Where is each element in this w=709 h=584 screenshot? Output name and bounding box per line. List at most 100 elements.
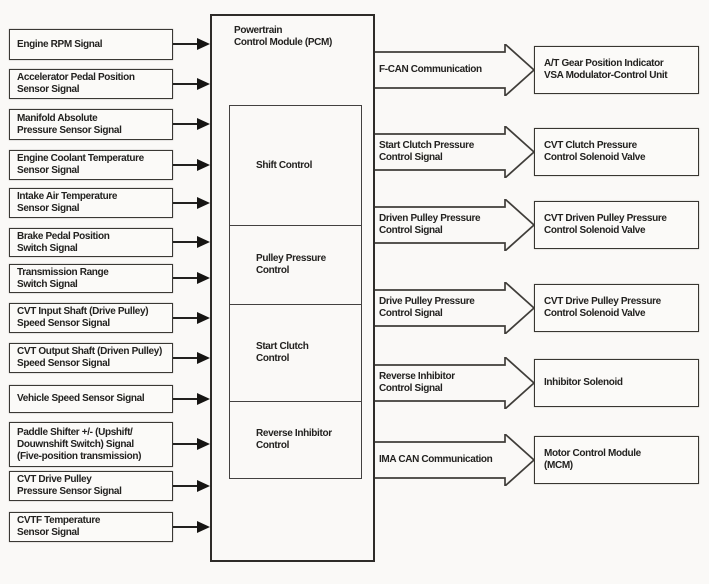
arrow-shaft	[173, 525, 197, 529]
output-box-cvt-driven-pulley-solenoid: CVT Driven Pulley Pressure Control Solen…	[534, 201, 699, 249]
control-label: Shift Control	[256, 159, 312, 171]
control-cell-shift: Shift Control	[230, 106, 361, 225]
input-box-cvtf-temperature: CVTF Temperature Sensor Signal	[9, 512, 173, 542]
arrowhead-icon	[197, 159, 210, 171]
output-box-at-gear-vsa: A/T Gear Position Indicator VSA Modulato…	[534, 46, 699, 94]
arrowhead-icon	[197, 236, 210, 248]
input-label: Engine Coolant Temperature Sensor Signal	[17, 153, 144, 176]
output-signal-text: F-CAN Communication	[379, 64, 482, 75]
input-box-cvt-input-shaft: CVT Input Shaft (Drive Pulley) Speed Sen…	[9, 303, 173, 333]
arrow-shaft	[173, 122, 197, 126]
output-box-cvt-drive-pulley-solenoid: CVT Drive Pulley Pressure Control Soleno…	[534, 284, 699, 332]
input-label: Transmission Range Switch Signal	[17, 266, 109, 290]
arrow-shaft	[173, 356, 197, 360]
output-signal-label: IMA CAN Communication	[379, 442, 505, 478]
arrow-shaft	[173, 201, 197, 205]
input-label: CVT Drive Pulley Pressure Sensor Signal	[17, 474, 122, 497]
input-label: CVT Output Shaft (Driven Pulley) Speed S…	[17, 346, 162, 369]
output-box-inhibitor-solenoid: Inhibitor Solenoid	[534, 359, 699, 407]
input-label: Accelerator Pedal Position Sensor Signal	[17, 72, 135, 95]
input-box-paddle-shifter: Paddle Shifter +/- (Upshift/ Douwnshift …	[9, 422, 173, 467]
control-cell-pulley-pressure: Pulley Pressure Control	[230, 225, 361, 304]
control-cell-reverse-inhibitor: Reverse Inhibitor Control	[230, 401, 361, 478]
arrowhead-icon	[197, 312, 210, 324]
output-box-cvt-clutch-solenoid: CVT Clutch Pressure Control Solenoid Val…	[534, 128, 699, 176]
arrow-shaft	[173, 316, 197, 320]
output-signal-label: F-CAN Communication	[379, 52, 505, 88]
pcm-block: Powertrain Control Module (PCM) Shift Co…	[210, 14, 375, 562]
input-box-ect-sensor: Engine Coolant Temperature Sensor Signal	[9, 150, 173, 180]
output-signal-label: Reverse Inhibitor Control Signal	[379, 365, 505, 401]
pcm-title: Powertrain Control Module (PCM)	[234, 25, 332, 48]
input-box-vehicle-speed: Vehicle Speed Sensor Signal	[9, 385, 173, 413]
arrowhead-icon	[197, 521, 210, 533]
arrow-shaft	[173, 163, 197, 167]
output-signal-text: Driven Pulley Pressure Control Signal	[379, 213, 481, 236]
input-box-transmission-range: Transmission Range Switch Signal	[9, 264, 173, 293]
arrowhead-icon	[197, 197, 210, 209]
arrow-right-icon	[173, 37, 210, 51]
input-label: Intake Air Temperature Sensor Signal	[17, 191, 118, 214]
arrow-right-icon	[173, 235, 210, 249]
output-signal-text: Reverse Inhibitor Control Signal	[379, 371, 455, 394]
arrow-shaft	[173, 484, 197, 488]
arrow-right-icon	[173, 351, 210, 365]
arrowhead-icon	[197, 118, 210, 130]
input-box-accelerator-pedal: Accelerator Pedal Position Sensor Signal	[9, 69, 173, 99]
control-label: Start Clutch Control	[256, 341, 309, 365]
arrowhead-icon	[197, 393, 210, 405]
arrow-right-icon	[173, 77, 210, 91]
input-label: Manifold Absolute Pressure Sensor Signal	[17, 112, 122, 136]
input-box-engine-rpm: Engine RPM Signal	[9, 29, 173, 60]
arrow-right-icon	[173, 437, 210, 451]
arrow-shaft	[173, 397, 197, 401]
arrowhead-icon	[197, 352, 210, 364]
input-box-map-sensor: Manifold Absolute Pressure Sensor Signal	[9, 109, 173, 140]
input-label: Brake Pedal Position Switch Signal	[17, 230, 110, 254]
output-signal-text: IMA CAN Communication	[379, 454, 493, 465]
input-box-cvt-output-shaft: CVT Output Shaft (Driven Pulley) Speed S…	[9, 343, 173, 373]
arrowhead-icon	[197, 38, 210, 50]
arrowhead-icon	[197, 480, 210, 492]
arrowhead-icon	[197, 78, 210, 90]
output-signal-label: Driven Pulley Pressure Control Signal	[379, 207, 505, 243]
arrow-right-icon	[173, 311, 210, 325]
control-label: Reverse Inhibitor Control	[256, 428, 332, 452]
output-target-label: A/T Gear Position Indicator VSA Modulato…	[544, 58, 668, 81]
input-label: Vehicle Speed Sensor Signal	[17, 393, 145, 404]
output-target-label: Motor Control Module (MCM)	[544, 448, 641, 471]
arrow-right-icon	[173, 117, 210, 131]
arrowhead-icon	[197, 272, 210, 284]
output-target-label: CVT Driven Pulley Pressure Control Solen…	[544, 213, 667, 236]
arrowhead-icon	[197, 438, 210, 450]
arrow-shaft	[173, 42, 197, 46]
arrow-right-icon	[173, 158, 210, 172]
output-target-label: CVT Clutch Pressure Control Solenoid Val…	[544, 140, 646, 163]
arrow-shaft	[173, 82, 197, 86]
pcm-control-functions-box: Shift Control Pulley Pressure Control St…	[229, 105, 362, 479]
output-signal-text: Drive Pulley Pressure Control Signal	[379, 296, 475, 319]
input-label: Engine RPM Signal	[17, 38, 103, 50]
arrow-shaft	[173, 240, 197, 244]
arrow-right-icon	[173, 520, 210, 534]
input-box-iat-sensor: Intake Air Temperature Sensor Signal	[9, 188, 173, 218]
output-signal-text: Start Clutch Pressure Control Signal	[379, 140, 474, 163]
output-signal-label: Start Clutch Pressure Control Signal	[379, 134, 505, 170]
arrow-shaft	[173, 442, 197, 446]
output-target-label: CVT Drive Pulley Pressure Control Soleno…	[544, 296, 661, 319]
arrow-right-icon	[173, 392, 210, 406]
output-signal-label: Drive Pulley Pressure Control Signal	[379, 290, 505, 326]
control-cell-start-clutch: Start Clutch Control	[230, 303, 361, 401]
input-label: CVTF Temperature Sensor Signal	[17, 515, 101, 538]
output-box-motor-control-module: Motor Control Module (MCM)	[534, 436, 699, 484]
arrow-right-icon	[173, 479, 210, 493]
control-label: Pulley Pressure Control	[256, 253, 326, 277]
output-target-label: Inhibitor Solenoid	[544, 377, 623, 388]
input-box-brake-pedal: Brake Pedal Position Switch Signal	[9, 228, 173, 257]
input-box-drive-pulley-pressure: CVT Drive Pulley Pressure Sensor Signal	[9, 471, 173, 501]
arrow-right-icon	[173, 196, 210, 210]
input-label: CVT Input Shaft (Drive Pulley) Speed Sen…	[17, 306, 149, 329]
arrow-shaft	[173, 276, 197, 280]
arrow-right-icon	[173, 271, 210, 285]
